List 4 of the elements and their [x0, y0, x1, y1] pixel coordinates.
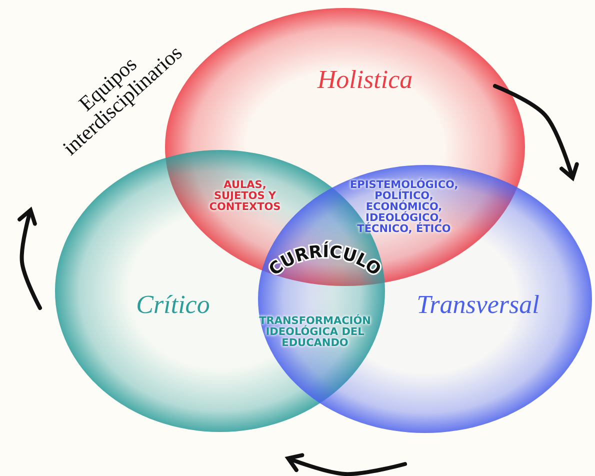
overlap-label: AULAS, SUJETOS Y CONTEXTOS [208, 180, 282, 213]
circle-title: Holistica [317, 65, 413, 95]
circle-title: Crítico [136, 290, 210, 320]
circle-title: Transversal [416, 290, 540, 320]
